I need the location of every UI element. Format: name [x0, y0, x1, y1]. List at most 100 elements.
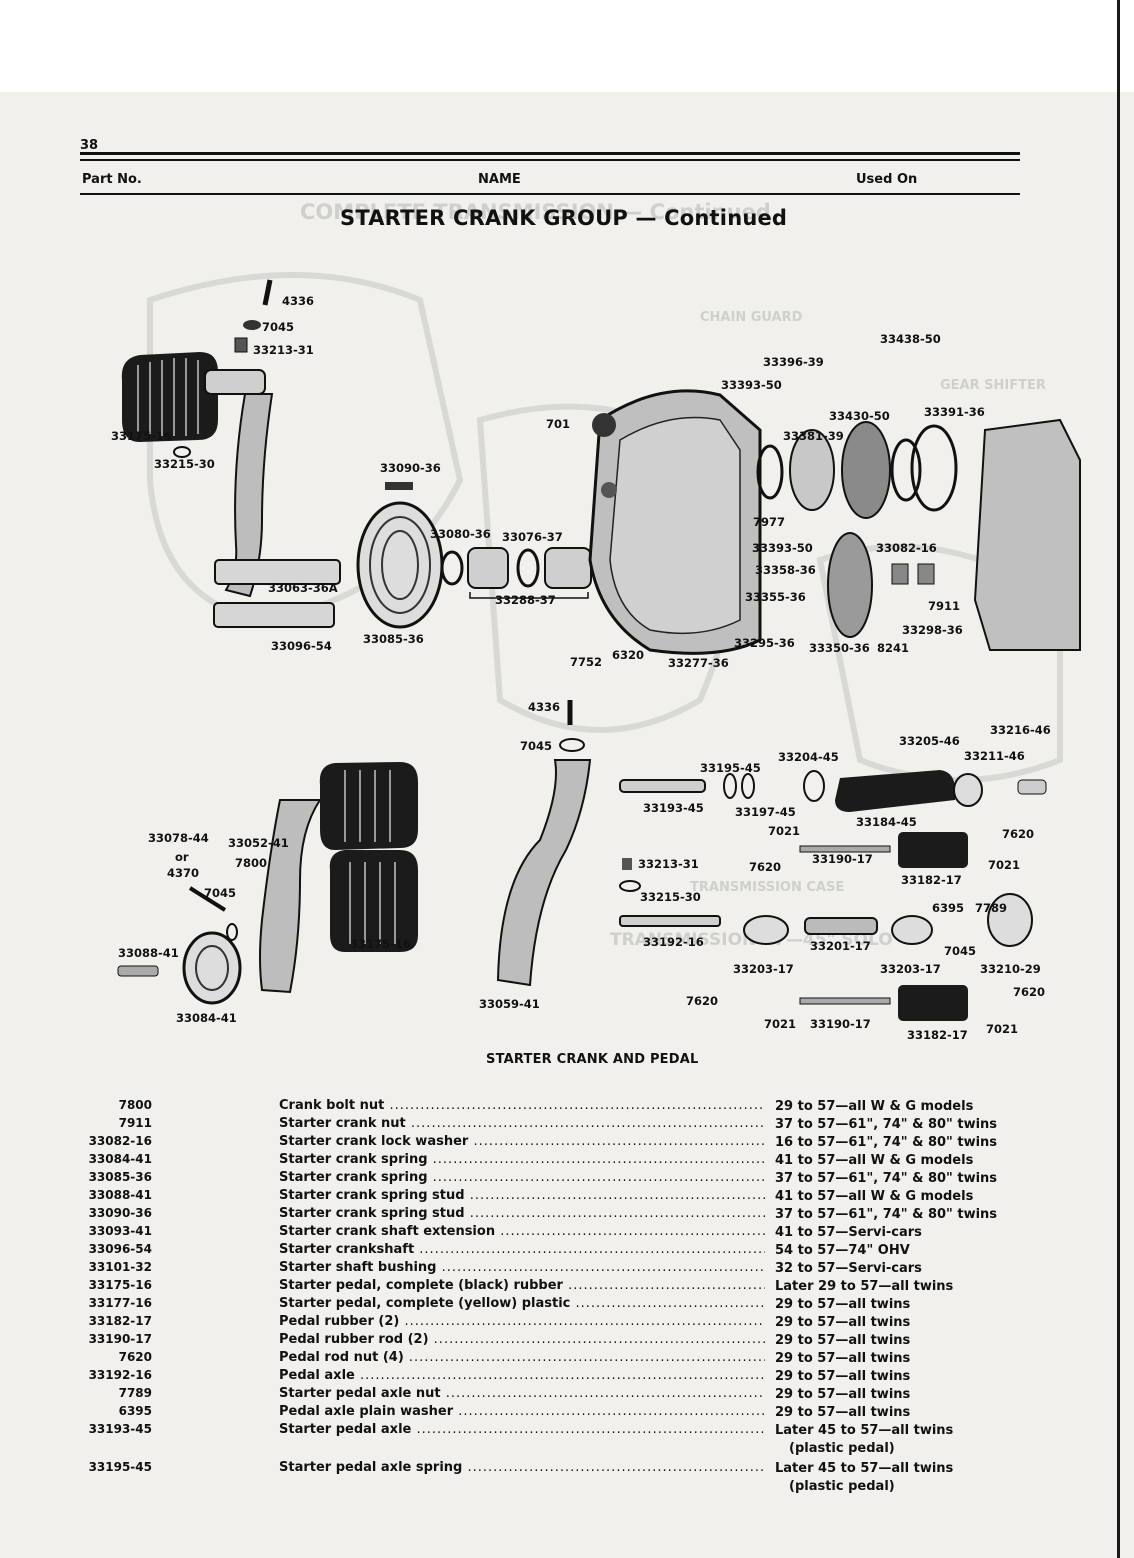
leader-dots: ........................................…	[416, 1422, 765, 1437]
part-name-text: Starter crank shaft extension	[279, 1224, 496, 1239]
diagram-part-label: 33063-36A	[268, 581, 338, 595]
part-name: Pedal axle plain washer ................…	[279, 1404, 765, 1419]
diagram-part-label: 7620	[1013, 985, 1045, 999]
diagram-part-label: 33190-17	[812, 852, 873, 866]
diagram-part-label: 701	[546, 417, 570, 431]
diagram-part-label: 7021	[768, 824, 800, 838]
part-number: 33190-17	[88, 1332, 152, 1346]
scan-margin	[0, 0, 1134, 92]
diagram-part-label: 7045	[204, 886, 236, 900]
part-name-text: Starter pedal axle	[279, 1422, 412, 1437]
diagram-part-label: 33182-17	[901, 873, 962, 887]
used-on: 29 to 57—all twins	[775, 1314, 910, 1332]
used-on-line: 29 to 57—all twins	[775, 1351, 911, 1366]
leader-dots: ........................................…	[469, 1188, 765, 1203]
leader-dots: ........................................…	[473, 1134, 765, 1149]
used-on-line: 29 to 57—all twins	[775, 1369, 911, 1384]
bleed-through-text: GEAR SHIFTER	[940, 378, 1046, 393]
diagram-part-label: 4336	[282, 294, 314, 308]
part-number: 33084-41	[88, 1152, 152, 1166]
part-name-text: Starter crank spring stud	[279, 1206, 465, 1221]
starter-pedal-upper-drawing	[121, 279, 413, 628]
part-name: Starter crank spring stud ..............…	[279, 1206, 765, 1221]
used-on-line: 29 to 57—all twins	[775, 1405, 911, 1420]
diagram-part-label: 33298-36	[902, 623, 963, 637]
part-name: Starter pedal axle nut .................…	[279, 1386, 765, 1401]
scan-edge	[1117, 0, 1120, 1558]
part-number: 33101-32	[88, 1260, 152, 1274]
diagram-part-label: 33215-30	[154, 457, 215, 471]
part-name-text: Starter pedal, complete (yellow) plastic	[279, 1296, 571, 1311]
part-name: Starter pedal, complete (black) rubber .…	[279, 1278, 765, 1293]
part-number: 7911	[118, 1116, 152, 1130]
used-on-line: (plastic pedal)	[789, 1441, 895, 1456]
used-on: 41 to 57—Servi-cars	[775, 1224, 922, 1242]
column-header-used-on: Used On	[856, 172, 918, 187]
leader-dots: ........................................…	[410, 1116, 765, 1131]
part-name-text: Starter pedal axle nut	[279, 1386, 441, 1401]
used-on-line: 29 to 57—all twins	[775, 1297, 911, 1312]
used-on: 29 to 57—all twins	[775, 1332, 910, 1350]
part-number: 33193-45	[88, 1422, 152, 1436]
part-number: 7789	[118, 1386, 152, 1400]
diagram-caption: STARTER CRANK AND PEDAL	[486, 1052, 699, 1067]
diagram-part-label: 33192-16	[643, 935, 704, 949]
diagram-part-label: 33393-50	[721, 378, 782, 392]
diagram-part-label: 7789	[975, 901, 1007, 915]
part-number: 33093-41	[88, 1224, 152, 1238]
leader-dots: ........................................…	[433, 1332, 765, 1347]
part-name: Starter pedal axle .....................…	[279, 1422, 765, 1437]
diagram-part-label: 33215-30	[640, 890, 701, 904]
part-name-text: Starter crank lock washer	[279, 1134, 469, 1149]
used-on: 29 to 57—all twins	[775, 1296, 910, 1314]
table-row: 7789 Starter pedal axle nut .............…	[0, 1386, 1134, 1404]
diagram-part-label: 6395	[932, 901, 964, 915]
used-on-line: 41 to 57—all W & G models	[775, 1189, 974, 1204]
used-on: 29 to 57—all twins	[775, 1350, 910, 1368]
part-name: Starter crank nut ......................…	[279, 1116, 765, 1131]
used-on-line: 29 to 57—all twins	[775, 1333, 911, 1348]
diagram-part-label: 33210-29	[980, 962, 1041, 976]
crank-spring-drawing	[356, 501, 592, 629]
diagram-part-label: 33350-36	[809, 641, 870, 655]
part-number: 7800	[118, 1098, 152, 1112]
leader-dots: ........................................…	[500, 1224, 765, 1239]
diagram-part-label: 33193-45	[643, 801, 704, 815]
header-rule	[80, 159, 1020, 161]
part-name-text: Crank bolt nut	[279, 1098, 385, 1113]
diagram-part-label: 33204-45	[778, 750, 839, 764]
diagram-part-label: 33078-44	[148, 831, 209, 845]
used-on-line: 29 to 57—all W & G models	[775, 1099, 974, 1114]
used-on: 29 to 57—all W & G models	[775, 1098, 973, 1116]
diagram-part-label: 33393-50	[752, 541, 813, 555]
part-name: Starter crank spring ...................…	[279, 1152, 765, 1167]
diagram-part-label: 7045	[520, 739, 552, 753]
starter-pedal-lower-drawing	[117, 700, 592, 1005]
part-number: 33096-54	[88, 1242, 152, 1256]
diagram-part-label: 7045	[944, 944, 976, 958]
used-on: 37 to 57—61", 74" & 80" twins	[775, 1116, 997, 1134]
diagram-part-label: 4336	[528, 700, 560, 714]
diagram-part-label: 33438-50	[880, 332, 941, 346]
part-number: 33088-41	[88, 1188, 152, 1202]
diagram-part-label: 33076-37	[502, 530, 563, 544]
leader-dots: ........................................…	[408, 1350, 765, 1365]
part-number: 33175-16	[88, 1278, 152, 1292]
column-header-part-no: Part No.	[82, 172, 142, 187]
leader-dots: ........................................…	[445, 1386, 765, 1401]
diagram-part-label: 33184-45	[856, 815, 917, 829]
diagram-part-label: 33381-39	[783, 429, 844, 443]
used-on-line: 41 to 57—Servi-cars	[775, 1225, 922, 1240]
diagram-part-label: 7911	[928, 599, 960, 613]
used-on: Later 45 to 57—all twins(plastic pedal)	[775, 1422, 953, 1458]
part-name: Pedal rod nut (4) ......................…	[279, 1350, 765, 1365]
